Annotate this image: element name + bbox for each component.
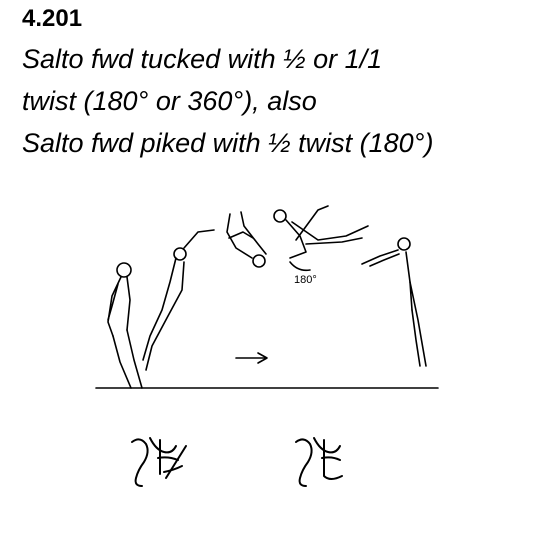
tuck-twist-symbol [131, 437, 187, 487]
gymnast-twist-figure [273, 205, 369, 272]
element-code: 4.201 [22, 5, 83, 32]
gymnast-landing-figure [361, 237, 427, 367]
salto-illustration: 180° [95, 205, 439, 487]
element-description-line-2: twist (180° or 360°), also [22, 86, 317, 116]
element-description-line-1: Salto fwd tucked with ½ or 1/1 [22, 44, 383, 74]
twist-arc [289, 261, 311, 272]
element-description-line-3: Salto fwd piked with ½ twist (180°) [22, 128, 434, 158]
gymnast-rising-figure [142, 229, 215, 371]
twist-angle-label: 180° [294, 274, 317, 286]
gymnast-takeoff-figure [107, 262, 143, 389]
direction-arrow-icon [235, 352, 268, 364]
pike-twist-symbol [295, 437, 343, 487]
gymnast-tucked-figure [226, 211, 267, 268]
